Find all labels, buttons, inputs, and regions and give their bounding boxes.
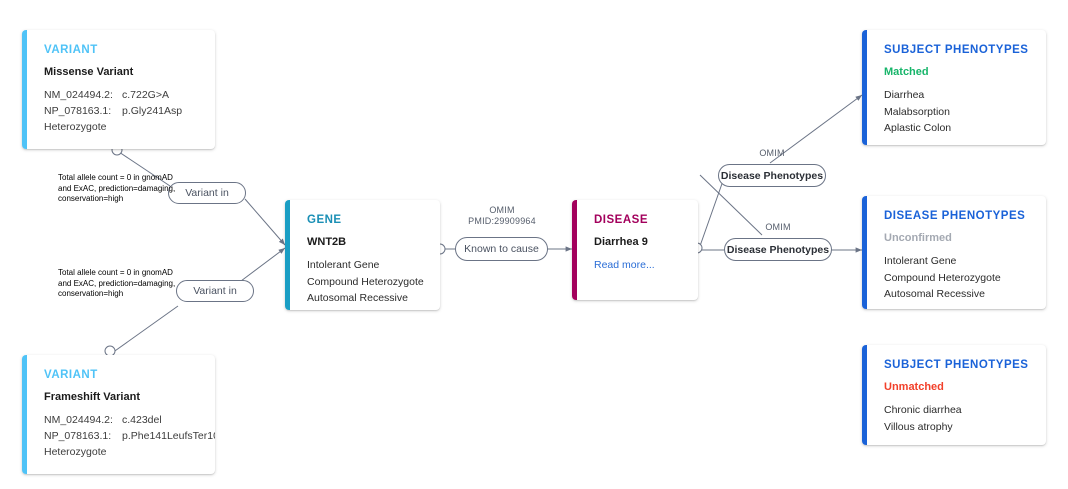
card-gene[interactable]: GENE WNT2B Intolerant Gene Compound Hete… [285, 200, 440, 310]
list-item: Intolerant Gene [307, 259, 380, 271]
card-title: DISEASE [594, 214, 648, 226]
card-title: DISEASE PHENOTYPES [884, 210, 1026, 222]
pill-disease-phenotypes-bottom[interactable]: Disease Phenotypes [724, 238, 832, 261]
list-item: Compound Heterozygote [307, 275, 424, 288]
status-badge: Matched [884, 66, 929, 78]
table-row: NM_024494.2: c.423del [44, 412, 201, 428]
status-badge: Unmatched [884, 381, 944, 393]
card-disease[interactable]: DISEASE Diarrhea 9 Read more... [572, 200, 698, 300]
table-row: NP_078163.1: p.Gly241Asp [44, 103, 201, 119]
table-row: NM_024494.2: c.722G>A [44, 87, 201, 103]
card-accent-bar [572, 200, 577, 300]
card-accent-bar [22, 355, 27, 474]
card-title: VARIANT [44, 44, 98, 56]
card-disease-phenotypes[interactable]: DISEASE PHENOTYPES Unconfirmed Intoleran… [862, 196, 1046, 309]
card-title: VARIANT [44, 369, 98, 381]
card-subtitle: Missense Variant [44, 66, 134, 78]
list-item: Diarrhea [884, 89, 925, 101]
edge-label-omim-bottom: OMIM [765, 222, 791, 232]
card-subtitle: Frameshift Variant [44, 391, 140, 403]
status-badge: Unconfirmed [884, 232, 952, 244]
protein-id-label: NP_078163.1: [44, 430, 112, 442]
gene-symbol: WNT2B [307, 236, 347, 248]
protein-id-label: NP_078163.1: [44, 105, 112, 117]
transcript-change-value: c.722G>A [122, 89, 169, 101]
edge-label-omim-top: OMIM [759, 148, 785, 158]
list-item: Malabsorption [884, 105, 950, 118]
edge-variant-bottom-to-pill [111, 305, 179, 354]
read-more-link[interactable]: Read more... [594, 259, 655, 271]
card-subject-phenotypes-matched[interactable]: SUBJECT PHENOTYPES Matched Diarrhea Mala… [862, 30, 1046, 145]
note-variant-top-evidence: Total allele count = 0 in gnomAD and ExA… [58, 173, 176, 203]
list-item: Autosomal Recessive [307, 292, 408, 304]
card-accent-bar [862, 30, 867, 145]
card-variant-missense[interactable]: VARIANT Missense Variant NM_024494.2: c.… [22, 30, 215, 149]
card-variant-frameshift[interactable]: VARIANT Frameshift Variant NM_024494.2: … [22, 355, 215, 474]
edge-pill-top-to-gene [244, 198, 286, 246]
zygosity-value: Heterozygote [44, 121, 107, 133]
pill-variant-in-bottom[interactable]: Variant in [176, 280, 254, 302]
transcript-id-label: NM_024494.2: [44, 414, 113, 426]
card-accent-bar [862, 345, 867, 445]
protein-change-value: p.Gly241Asp [122, 105, 183, 117]
card-accent-bar [862, 196, 867, 309]
list-item: Aplastic Colon [884, 122, 952, 134]
pill-variant-in-top[interactable]: Variant in [168, 182, 246, 204]
transcript-change-value: c.423del [122, 414, 162, 426]
list-item: Compound Heterozygote [884, 271, 1001, 284]
list-item: Villous atrophy [884, 420, 953, 433]
edge-label-omim-gene-disease: OMIM [489, 205, 515, 215]
table-row: NP_078163.1: p.Phe141LeufsTer10 [44, 428, 215, 444]
card-title: GENE [307, 214, 342, 226]
card-title: SUBJECT PHENOTYPES [884, 359, 1029, 371]
transcript-id-label: NM_024494.2: [44, 89, 113, 101]
card-accent-bar [285, 200, 290, 310]
zygosity-value: Heterozygote [44, 446, 107, 458]
edge-label-pmid: PMID:29909964 [468, 216, 536, 226]
protein-change-value: p.Phe141LeufsTer10 [122, 430, 215, 442]
disease-name: Diarrhea 9 [594, 236, 648, 248]
list-item: Intolerant Gene [884, 255, 957, 267]
card-accent-bar [22, 30, 27, 149]
pill-known-to-cause[interactable]: Known to cause [455, 237, 548, 261]
card-subject-phenotypes-unmatched[interactable]: SUBJECT PHENOTYPES Unmatched Chronic dia… [862, 345, 1046, 445]
list-item: Autosomal Recessive [884, 288, 985, 300]
edge-disease-to-pill-top [699, 177, 725, 247]
pill-disease-phenotypes-top[interactable]: Disease Phenotypes [718, 164, 826, 187]
note-variant-bottom-evidence: Total allele count = 0 in gnomAD and ExA… [58, 268, 176, 298]
edge-pill-bottom-to-gene [240, 247, 286, 282]
list-item: Chronic diarrhea [884, 404, 962, 416]
card-title: SUBJECT PHENOTYPES [884, 44, 1029, 56]
